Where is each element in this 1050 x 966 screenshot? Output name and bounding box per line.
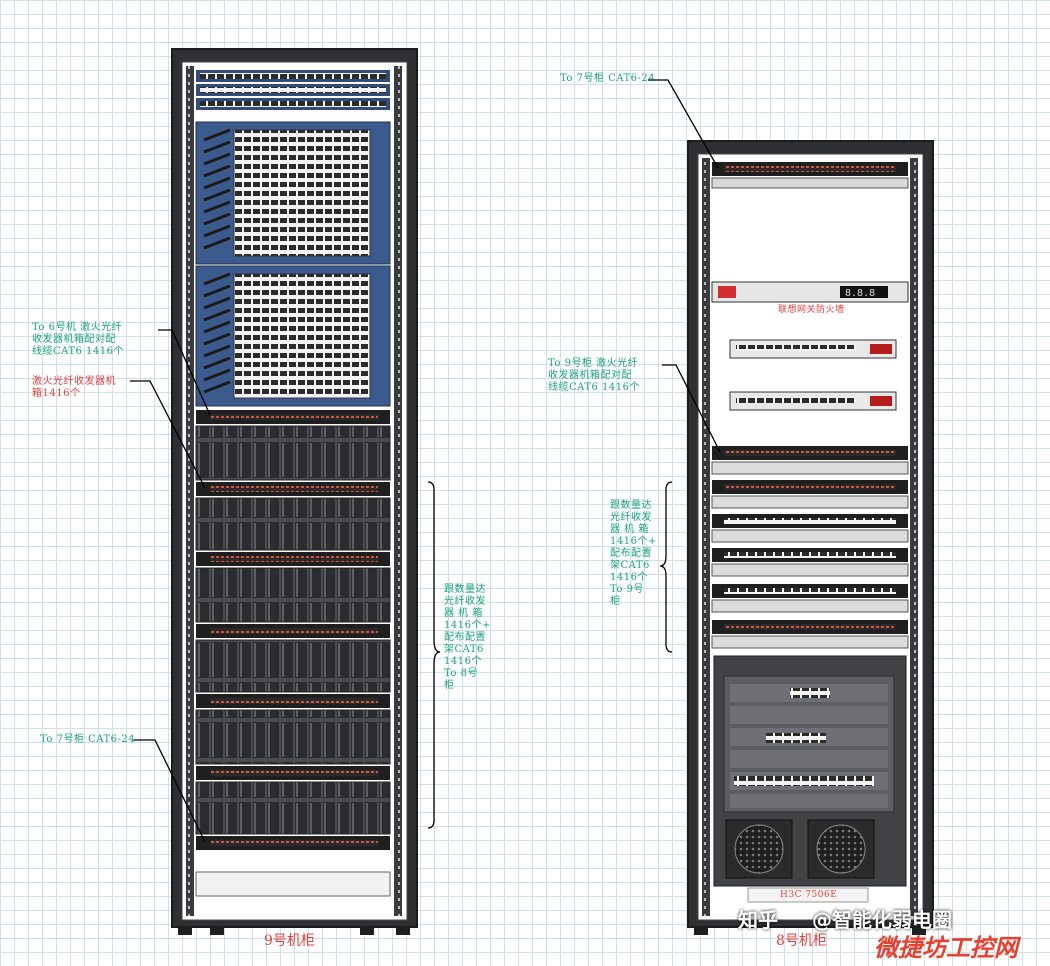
rack-8-leader-lines xyxy=(648,79,721,653)
rack-9-label: 9号机柜 xyxy=(264,933,315,949)
watermark-account: @智能化弱电圈 xyxy=(812,908,952,932)
rack-8-switch-stack xyxy=(711,446,909,649)
rack-8-firewall: 8.8.8 xyxy=(711,281,909,303)
rack-9-patch-panels xyxy=(196,70,390,110)
rack-8-annotation-firewall: 联想网关防火墙 xyxy=(778,305,845,315)
rack-9-equipment-stack xyxy=(195,410,391,850)
svg-text:8.8.8: 8.8.8 xyxy=(845,288,875,299)
rack-9-fiber-enclosure-1 xyxy=(195,121,391,265)
rack-8-annotation-fiber-to-9: To 9号柜 激火光纤 收发器机箱配对配 线缆CAT6 1416个 xyxy=(548,358,640,393)
rack-9 xyxy=(171,48,418,935)
rack-8: 8.8.8 xyxy=(687,140,934,935)
rack-9-fiber-enclosure-2 xyxy=(195,265,391,407)
rack-8-annotation-to-7: To 7号柜 CAT6-24 xyxy=(560,73,656,84)
rack-8-switch-model-label: H3C 7506E xyxy=(780,890,838,900)
rack-9-annotation-fiber-to-6: To 6号机 激火光纤 收发器机箱配对配 线缆CAT6 1416个 xyxy=(32,322,124,357)
rack-8-core-switch xyxy=(713,655,907,903)
watermark-zhihu: 知乎 xyxy=(738,908,778,932)
rack-9-annotation-to-7: To 7号柜 CAT6-24 xyxy=(40,734,136,745)
rack-9-leader-lines xyxy=(130,329,441,843)
rack-9-annotation-bundle: 跟数量达 光纤收发 器 机 箱 1416个+ 配布配置 架CAT6 1416个 … xyxy=(444,584,491,691)
rack-8-annotation-bundle: 跟数量达 光纤收发 器 机 箱 1416个+ 配布配置 架CAT6 1416个 … xyxy=(610,500,657,607)
rack-8-label: 8号机柜 xyxy=(776,933,827,949)
watermark-site: 微捷坊工控网 xyxy=(874,934,1018,962)
rack-9-annotation-fiber-tray: 激火光纤收发器机 箱1416个 xyxy=(32,376,116,399)
